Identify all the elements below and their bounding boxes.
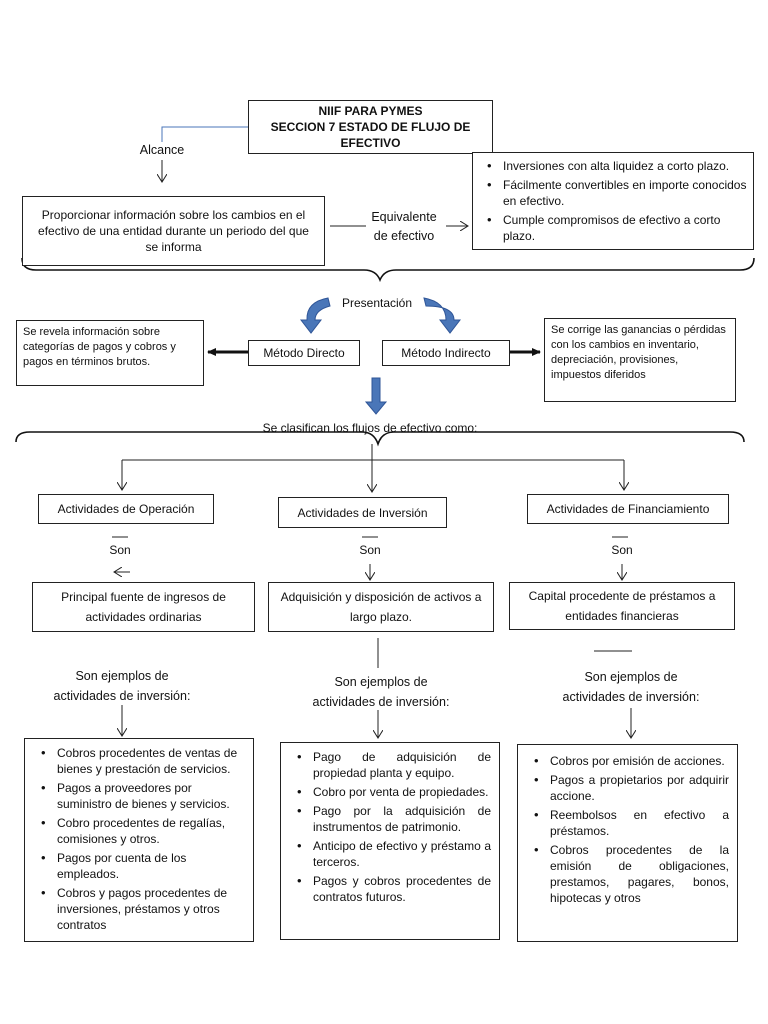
metodo-directo-label: Método Directo	[263, 346, 345, 360]
metodo-indirecto-box: Método Indirecto	[382, 340, 510, 366]
indirecto-desc-box: Se corrige las ganancias o pérdidas con …	[544, 318, 736, 402]
alcance-label: Alcance	[139, 143, 185, 157]
list-item: Pago por la adquisición de instrumentos …	[297, 803, 491, 835]
clasifican-label: Se clasifican los flujos de efectivo com…	[262, 421, 478, 435]
equivalente-line1: Equivalente	[371, 210, 437, 224]
list-item: Inversiones con alta liquidez a corto pl…	[487, 158, 747, 174]
curved-arrow-left-icon	[299, 297, 331, 334]
operacion-examples-list: Cobros procedentes de ventas de bienes y…	[35, 745, 247, 933]
son-label-financiamiento: Son	[611, 543, 633, 557]
financiamiento-definition-box: Capital procedente de préstamos a entida…	[509, 582, 735, 630]
curved-arrow-right-icon	[423, 297, 462, 334]
financiamiento-examples-list: Cobros por emisión de acciones. Pagos a …	[528, 753, 729, 906]
equivalente-list: Inversiones con alta liquidez a corto pl…	[481, 158, 747, 244]
operacion-definition: Principal fuente de ingresos de activida…	[61, 590, 226, 624]
list-item: Pagos y cobros procedentes de contratos …	[297, 873, 491, 905]
directo-desc-text: Se revela información sobre categorías d…	[23, 326, 176, 368]
header-box: NIIF PARA PYMES SECCION 7 ESTADO DE FLUJ…	[248, 100, 493, 154]
financiamiento-title-box: Actividades de Financiamiento	[527, 494, 729, 524]
equivalente-label: Equivalente de efectivo	[362, 208, 446, 246]
inversion-examples-list: Pago de adquisición de propiedad planta …	[291, 749, 491, 905]
operacion-examples-label: Son ejemplos de actividades de inversión…	[53, 669, 191, 703]
list-item: Cobros procedentes de ventas de bienes y…	[41, 745, 247, 777]
equivalente-line2: de efectivo	[373, 229, 435, 243]
operacion-definition-box: Principal fuente de ingresos de activida…	[32, 582, 255, 632]
list-item: Cobro procedentes de regalías, comisione…	[41, 815, 247, 847]
header-line2: SECCION 7 ESTADO DE FLUJO DE EFECTIVO	[270, 120, 471, 150]
list-item: Reembolsos en efectivo a préstamos.	[534, 807, 729, 839]
operacion-title: Actividades de Operación	[57, 502, 195, 516]
inversion-title-box: Actividades de Inversión	[278, 497, 447, 528]
list-item: Cobro por venta de propiedades.	[297, 784, 491, 800]
list-item: Cobros y pagos procedentes de inversione…	[41, 885, 247, 933]
list-item: Pagos por cuenta de los empleados.	[41, 850, 247, 882]
list-item: Anticipo de efectivo y préstamo a tercer…	[297, 838, 491, 870]
operacion-examples-box: Cobros procedentes de ventas de bienes y…	[24, 738, 254, 942]
list-item: Pago de adquisición de propiedad planta …	[297, 749, 491, 781]
financiamiento-examples-label: Son ejemplos de actividades de inversión…	[562, 670, 700, 704]
list-item: Pagos a proveedores por suministro de bi…	[41, 780, 247, 812]
directo-desc-box: Se revela información sobre categorías d…	[16, 320, 204, 386]
list-item: Pagos a propietarios por adquirir accion…	[534, 772, 729, 804]
presentacion-label: Presentación	[341, 296, 413, 310]
inversion-examples-box: Pago de adquisición de propiedad planta …	[280, 742, 500, 940]
down-arrow-blue-icon	[364, 377, 388, 415]
financiamiento-examples-box: Cobros por emisión de acciones. Pagos a …	[517, 744, 738, 942]
metodo-directo-box: Método Directo	[248, 340, 360, 366]
list-item: Cumple compromisos de efectivo a corto p…	[487, 212, 747, 244]
list-item: Cobros procedentes de la emisión de obli…	[534, 842, 729, 906]
equivalente-list-box: Inversiones con alta liquidez a corto pl…	[472, 152, 754, 250]
financiamiento-definition: Capital procedente de préstamos a entida…	[528, 589, 716, 623]
operacion-title-box: Actividades de Operación	[38, 494, 214, 524]
inversion-examples-label: Son ejemplos de actividades de inversión…	[312, 675, 450, 709]
inversion-title: Actividades de Inversión	[297, 505, 428, 520]
list-item: Fácilmente convertibles en importe conoc…	[487, 177, 747, 209]
inversion-definition: Adquisición y disposición de activos a l…	[280, 590, 482, 624]
metodo-indirecto-label: Método Indirecto	[401, 346, 491, 360]
proporcionar-box: Proporcionar información sobre los cambi…	[22, 196, 325, 266]
financiamiento-title: Actividades de Financiamiento	[546, 502, 710, 516]
proporcionar-text: Proporcionar información sobre los cambi…	[38, 208, 309, 254]
inversion-definition-box: Adquisición y disposición de activos a l…	[268, 582, 494, 632]
list-item: Cobros por emisión de acciones.	[534, 753, 729, 769]
header-line1: NIIF PARA PYMES	[318, 104, 423, 118]
indirecto-desc-text: Se corrige las ganancias o pérdidas con …	[551, 324, 726, 381]
son-label-operacion: Son	[109, 543, 131, 557]
son-label-inversion: Son	[359, 543, 381, 557]
